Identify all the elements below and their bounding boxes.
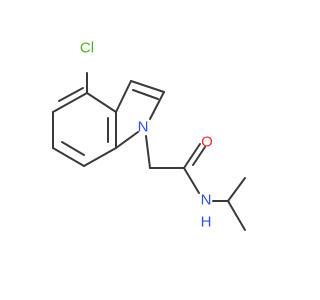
bond xyxy=(227,200,246,231)
bond xyxy=(115,131,139,149)
benzene-ring xyxy=(52,72,117,167)
bond xyxy=(86,92,117,113)
bond xyxy=(132,89,159,100)
chlorine-label: Cl xyxy=(80,40,94,57)
indole-nitrogen-label: N xyxy=(138,119,149,136)
bond xyxy=(52,147,85,167)
bond xyxy=(149,91,165,120)
bond xyxy=(145,135,151,169)
bond xyxy=(52,92,88,113)
bond xyxy=(192,146,206,166)
bond xyxy=(115,80,132,113)
amide-nitrogen-label: N xyxy=(201,192,212,209)
structural-formula: Cl N O N H xyxy=(52,40,246,231)
pyrrole-ring xyxy=(115,80,165,149)
bond xyxy=(58,87,84,102)
amide-hydrogen-label: H xyxy=(201,214,212,231)
bond xyxy=(83,147,117,167)
bond xyxy=(130,80,165,93)
bond xyxy=(61,141,85,156)
bond xyxy=(227,177,246,202)
acetamide-chain xyxy=(145,135,246,231)
carbonyl-oxygen-label: O xyxy=(201,134,213,151)
bond xyxy=(183,143,201,169)
bond xyxy=(183,167,200,194)
